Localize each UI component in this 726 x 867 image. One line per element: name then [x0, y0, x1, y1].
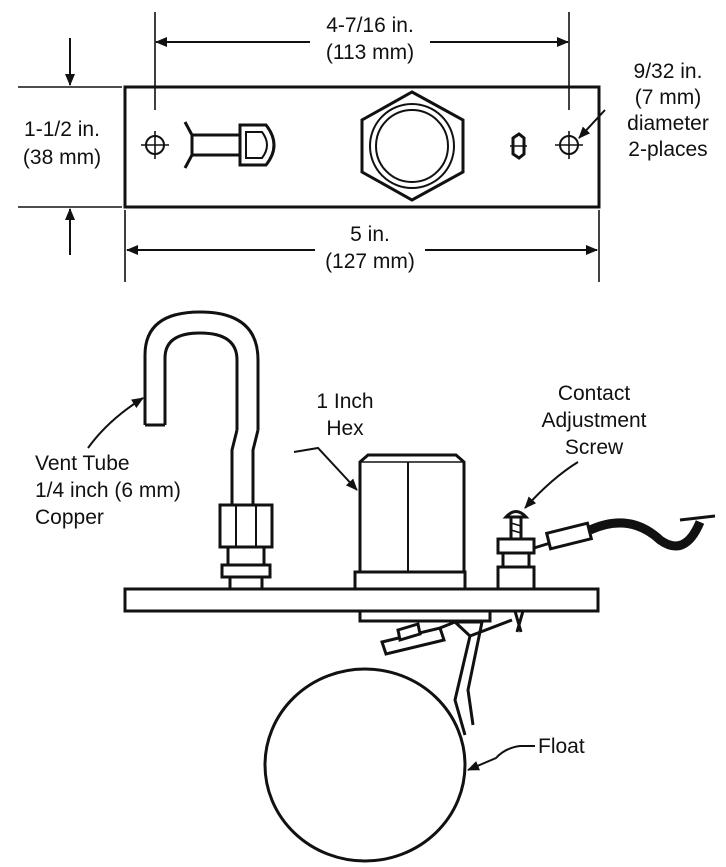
screw-top — [510, 132, 527, 160]
vent-label-3: Copper — [35, 506, 104, 529]
height-in: 1-1/2 in. — [24, 118, 100, 141]
hole-size-mm: (7 mm) — [635, 86, 702, 109]
vent-tube-top — [183, 121, 276, 169]
mounting-hole-right — [555, 131, 583, 159]
vent-label-2: 1/4 inch (6 mm) — [35, 479, 181, 502]
side-plate — [123, 587, 600, 613]
hole-desc-1: diameter — [627, 112, 709, 135]
hole-callout-leader — [578, 109, 606, 139]
top-view: 4-7/16 in. (113 mm) 1-1/2 in. (38 mm) 5 … — [18, 12, 709, 282]
contact-screw — [496, 510, 716, 591]
contact-label-3: Screw — [565, 436, 624, 459]
top-plate — [123, 85, 601, 209]
hex-top — [360, 90, 465, 202]
contact-callout-leader — [524, 461, 579, 509]
width-in: 5 in. — [350, 223, 390, 246]
mounting-hole-left — [141, 131, 169, 159]
vent-tube — [143, 310, 274, 591]
hole-desc-2: 2-places — [628, 138, 707, 161]
hole-size-in: 9/32 in. — [634, 60, 703, 83]
hex-nut — [353, 453, 467, 591]
hex-callout-leader — [293, 446, 358, 491]
width-mm: (127 mm) — [325, 250, 415, 273]
float-ball — [263, 667, 467, 863]
switch-mechanism — [358, 609, 525, 736]
height-mm: (38 mm) — [23, 146, 101, 169]
vent-callout-leader — [87, 397, 144, 449]
vent-label-1: Vent Tube — [35, 452, 130, 475]
hex-label-2: Hex — [326, 417, 364, 440]
float-label: Float — [538, 735, 585, 758]
hole-spacing-mm: (113 mm) — [326, 41, 414, 64]
float-callout-leader — [467, 745, 535, 771]
hex-label-1: 1 Inch — [316, 390, 373, 413]
contact-label-1: Contact — [558, 382, 631, 405]
side-view: Vent Tube 1/4 inch (6 mm) Copper 1 Inch … — [35, 310, 716, 863]
hole-spacing-in: 4-7/16 in. — [326, 14, 414, 37]
contact-label-2: Adjustment — [541, 409, 646, 432]
